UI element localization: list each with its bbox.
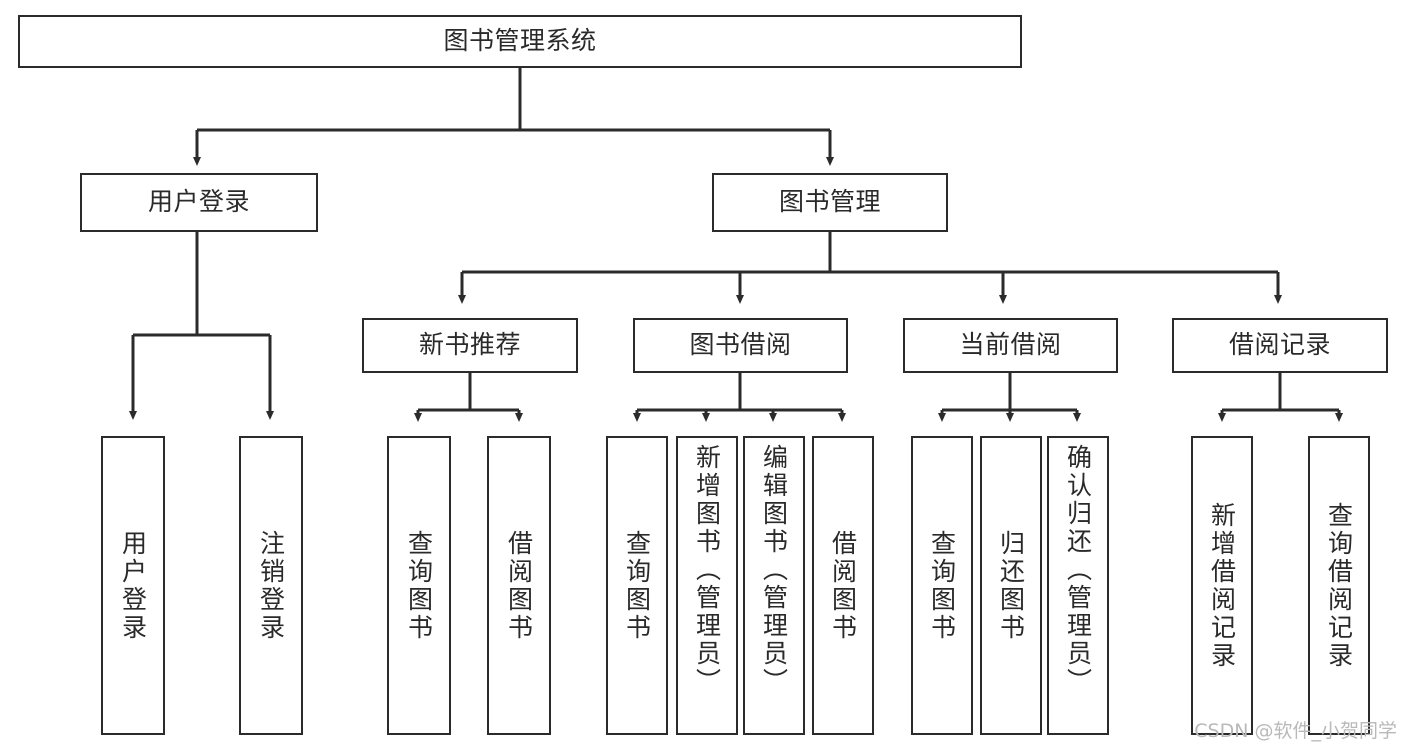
node-leaf-user-login-label: 用户登录 xyxy=(118,529,148,642)
node-new-book-rec-label: 新书推荐 xyxy=(418,330,521,360)
node-leaf-confirm-return-label: 确认归还（管理员） xyxy=(1063,444,1093,696)
node-leaf-query-record-label: 查询借阅记录 xyxy=(1324,501,1354,670)
node-book-borrow[interactable]: 图书借阅 xyxy=(633,318,848,373)
node-leaf-borrow-book-2-label: 借阅图书 xyxy=(828,529,858,642)
node-root-label: 图书管理系统 xyxy=(443,26,597,56)
node-book-borrow-label: 图书借阅 xyxy=(689,330,792,360)
node-leaf-return-book-label: 归还图书 xyxy=(996,529,1026,642)
node-leaf-query-book-2-label: 查询图书 xyxy=(622,529,652,642)
node-borrow-record[interactable]: 借阅记录 xyxy=(1172,318,1388,373)
node-user-login-label: 用户登录 xyxy=(147,187,250,217)
node-leaf-borrow-book-2[interactable]: 借阅图书 xyxy=(812,436,874,735)
node-leaf-edit-book[interactable]: 编辑图书（管理员） xyxy=(743,436,805,735)
node-new-book-rec[interactable]: 新书推荐 xyxy=(362,318,578,373)
node-leaf-query-book-3-label: 查询图书 xyxy=(927,529,957,642)
node-book-manage[interactable]: 图书管理 xyxy=(712,173,948,232)
node-leaf-add-record[interactable]: 新增借阅记录 xyxy=(1191,436,1253,735)
node-leaf-query-book-3[interactable]: 查询图书 xyxy=(911,436,973,735)
node-leaf-borrow-book-1-label: 借阅图书 xyxy=(504,529,534,642)
node-leaf-edit-book-label: 编辑图书（管理员） xyxy=(759,444,789,696)
node-current-borrow-label: 当前借阅 xyxy=(959,330,1062,360)
node-leaf-query-record[interactable]: 查询借阅记录 xyxy=(1308,436,1370,735)
node-leaf-confirm-return[interactable]: 确认归还（管理员） xyxy=(1047,436,1109,735)
node-leaf-query-book-1[interactable]: 查询图书 xyxy=(387,436,451,735)
node-leaf-user-login[interactable]: 用户登录 xyxy=(101,436,165,735)
node-user-login[interactable]: 用户登录 xyxy=(80,173,318,232)
node-book-manage-label: 图书管理 xyxy=(778,187,881,217)
node-leaf-logout[interactable]: 注销登录 xyxy=(239,436,303,735)
node-leaf-query-book-1-label: 查询图书 xyxy=(404,529,434,642)
node-leaf-borrow-book-1[interactable]: 借阅图书 xyxy=(487,436,551,735)
node-leaf-add-book[interactable]: 新增图书（管理员） xyxy=(676,436,738,735)
node-leaf-add-record-label: 新增借阅记录 xyxy=(1207,501,1237,670)
node-current-borrow[interactable]: 当前借阅 xyxy=(903,318,1118,373)
node-leaf-logout-label: 注销登录 xyxy=(256,529,286,642)
node-leaf-return-book[interactable]: 归还图书 xyxy=(980,436,1042,735)
node-leaf-add-book-label: 新增图书（管理员） xyxy=(692,444,722,696)
csdn-watermark: CSDN @软件_小贺同学 xyxy=(1194,720,1397,742)
node-leaf-query-book-2[interactable]: 查询图书 xyxy=(606,436,668,735)
node-root[interactable]: 图书管理系统 xyxy=(18,15,1022,68)
node-borrow-record-label: 借阅记录 xyxy=(1228,330,1331,360)
